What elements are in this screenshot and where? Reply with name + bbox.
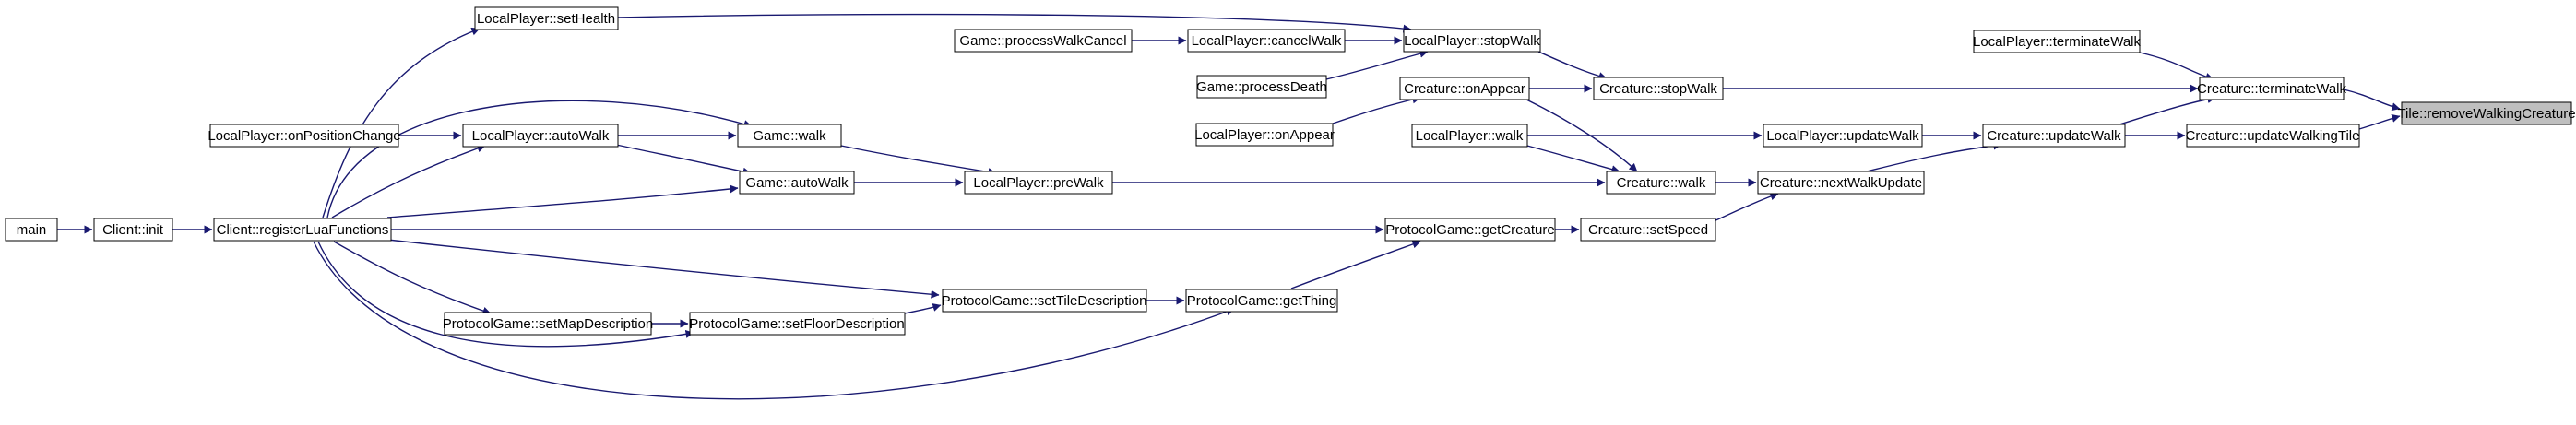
svg-text:LocalPlayer::cancelWalk: LocalPlayer::cancelWalk <box>1192 33 1342 49</box>
node-localplayer-onpositionchange[interactable]: LocalPlayer::onPositionChange <box>208 124 401 148</box>
svg-text:LocalPlayer::onAppear: LocalPlayer::onAppear <box>1194 127 1335 143</box>
node-creature-onappear[interactable]: Creature::onAppear <box>1399 77 1530 100</box>
node-localplayer-terminatewalk[interactable]: LocalPlayer::terminateWalk <box>1973 30 2142 53</box>
node-game-processwalkcancel[interactable]: Game::processWalkCancel <box>954 29 1133 53</box>
node-localplayer-stopwalk[interactable]: LocalPlayer::stopWalk <box>1403 29 1541 53</box>
node-creature-updatewalkingtile[interactable]: Creature::updateWalkingTile <box>2186 124 2360 148</box>
node-localplayer-cancelwalk[interactable]: LocalPlayer::cancelWalk <box>1187 29 1346 53</box>
node-creature-stopwalk[interactable]: Creature::stopWalk <box>1593 77 1724 100</box>
node-main[interactable]: main <box>5 218 58 242</box>
node-tile-removewalkingcreature[interactable]: Tile::removeWalkingCreature <box>2397 101 2576 125</box>
node-creature-nextwalkupdate[interactable]: Creature::nextWalkUpdate <box>1757 171 1925 195</box>
node-localplayer-onappear[interactable]: LocalPlayer::onAppear <box>1194 123 1335 147</box>
node-protocolgame-getcreature[interactable]: ProtocolGame::getCreature <box>1384 218 1556 242</box>
node-localplayer-walk[interactable]: LocalPlayer::walk <box>1411 124 1528 148</box>
node-creature-updatewalk[interactable]: Creature::updateWalk <box>1982 124 2126 148</box>
edge-localterminatewalk-to-terminatewalk <box>2139 52 2214 81</box>
svg-text:Creature::setSpeed: Creature::setSpeed <box>1588 222 1708 238</box>
svg-text:LocalPlayer::walk: LocalPlayer::walk <box>1416 128 1524 144</box>
svg-text:Creature::nextWalkUpdate: Creature::nextWalkUpdate <box>1760 175 1922 191</box>
svg-text:ProtocolGame::setTileDescripti: ProtocolGame::setTileDescription <box>942 293 1147 309</box>
edge-registerlua-to-getthing <box>313 241 1235 400</box>
edge-updatewalk-to-terminatewalk <box>2119 95 2216 125</box>
edge-setspeed-to-nextwalkupdate <box>1713 192 1779 222</box>
svg-text:Creature::updateWalkingTile: Creature::updateWalkingTile <box>2186 128 2360 144</box>
svg-text:Game::walk: Game::walk <box>753 128 826 144</box>
svg-text:Client::init: Client::init <box>102 222 164 238</box>
node-game-processdeath[interactable]: Game::processDeath <box>1196 75 1327 99</box>
svg-text:Creature::onAppear: Creature::onAppear <box>1404 81 1525 97</box>
svg-text:Creature::updateWalk: Creature::updateWalk <box>1987 128 2121 144</box>
edge-getthing-to-getcreature <box>1290 240 1421 289</box>
svg-text:ProtocolGame::setFloorDescript: ProtocolGame::setFloorDescription <box>689 316 904 332</box>
edge-nextwalkupdate-to-updatewalk <box>1866 141 2002 172</box>
node-client-registerluafunctions[interactable]: Client::registerLuaFunctions <box>213 218 392 242</box>
svg-text:ProtocolGame::getCreature: ProtocolGame::getCreature <box>1385 222 1554 238</box>
node-localplayer-sethealth[interactable]: LocalPlayer::setHealth <box>474 6 619 30</box>
svg-text:Creature::terminateWalk: Creature::terminateWalk <box>2197 81 2346 97</box>
edge-updatewalkingtile-to-removewalkingcreature <box>2358 114 2401 130</box>
edge-onappearlocal-to-onappear <box>1332 95 1421 124</box>
svg-text:LocalPlayer::autoWalk: LocalPlayer::autoWalk <box>472 128 610 144</box>
svg-text:Creature::walk: Creature::walk <box>1617 175 1706 191</box>
node-creature-terminatewalk[interactable]: Creature::terminateWalk <box>2197 77 2346 100</box>
edge-setfloordescription-to-settiledescription <box>904 303 942 314</box>
svg-text:Game::processDeath: Game::processDeath <box>1196 79 1327 95</box>
edge-registerlua-to-autowalk <box>331 144 486 218</box>
edge-registerlua-to-setfloordescription <box>317 241 694 348</box>
svg-text:LocalPlayer::terminateWalk: LocalPlayer::terminateWalk <box>1973 34 2142 50</box>
svg-text:Client::registerLuaFunctions: Client::registerLuaFunctions <box>217 222 389 238</box>
node-protocolgame-settiledescription[interactable]: ProtocolGame::setTileDescription <box>942 289 1147 313</box>
edge-registerlua-to-setmapdescription <box>333 241 492 315</box>
edge-registerlua-to-settiledescription <box>386 239 940 299</box>
svg-text:Game::processWalkCancel: Game::processWalkCancel <box>959 33 1126 49</box>
svg-text:ProtocolGame::setMapDescriptio: ProtocolGame::setMapDescription <box>443 316 653 332</box>
node-localplayer-autowalk[interactable]: LocalPlayer::autoWalk <box>462 124 619 148</box>
edge-registerlua-to-gameautowalk <box>386 184 739 218</box>
edge-gamewalk-to-prewalk <box>840 145 997 177</box>
svg-text:LocalPlayer::updateWalk: LocalPlayer::updateWalk <box>1766 128 1919 144</box>
edge-registerlua-to-gamewalk <box>326 100 753 218</box>
node-creature-setspeed[interactable]: Creature::setSpeed <box>1580 218 1716 242</box>
svg-text:LocalPlayer::preWalk: LocalPlayer::preWalk <box>973 175 1104 191</box>
edge-terminatewalk-to-removewalkingcreature <box>2343 89 2401 112</box>
svg-text:Tile::removeWalkingCreature: Tile::removeWalkingCreature <box>2397 106 2575 122</box>
edge-localstopwalk-to-stopwalk <box>1537 51 1608 80</box>
edge-onappear-to-creaturewalk <box>1525 99 1638 172</box>
node-localplayer-updatewalk[interactable]: LocalPlayer::updateWalk <box>1763 124 1923 148</box>
edge-processdeath-to-localstopwalk <box>1325 49 1429 80</box>
node-game-walk[interactable]: Game::walk <box>737 124 842 148</box>
svg-text:main: main <box>17 222 47 238</box>
node-protocolgame-getthing[interactable]: ProtocolGame::getThing <box>1185 289 1338 313</box>
svg-text:Creature::stopWalk: Creature::stopWalk <box>1599 81 1717 97</box>
edge-sethealth-to-localstopwalk <box>617 13 1412 33</box>
node-protocolgame-setmapdescription[interactable]: ProtocolGame::setMapDescription <box>443 312 653 336</box>
node-creature-walk[interactable]: Creature::walk <box>1606 171 1716 195</box>
edge-registerlua-to-sethealth <box>322 27 481 218</box>
edge-autowalk-to-gameautowalk <box>615 144 752 176</box>
edge-localwalk-to-creaturewalk <box>1523 144 1620 174</box>
svg-text:ProtocolGame::getThing: ProtocolGame::getThing <box>1187 293 1337 309</box>
svg-text:LocalPlayer::onPositionChange: LocalPlayer::onPositionChange <box>208 128 400 144</box>
svg-text:LocalPlayer::setHealth: LocalPlayer::setHealth <box>477 11 615 27</box>
node-client-init[interactable]: Client::init <box>93 218 173 242</box>
svg-text:Game::autoWalk: Game::autoWalk <box>745 175 849 191</box>
node-localplayer-prewalk[interactable]: LocalPlayer::preWalk <box>964 171 1113 195</box>
node-protocolgame-setfloordescription[interactable]: ProtocolGame::setFloorDescription <box>689 312 906 336</box>
node-game-autowalk[interactable]: Game::autoWalk <box>739 171 855 195</box>
svg-text:LocalPlayer::stopWalk: LocalPlayer::stopWalk <box>1404 33 1540 49</box>
